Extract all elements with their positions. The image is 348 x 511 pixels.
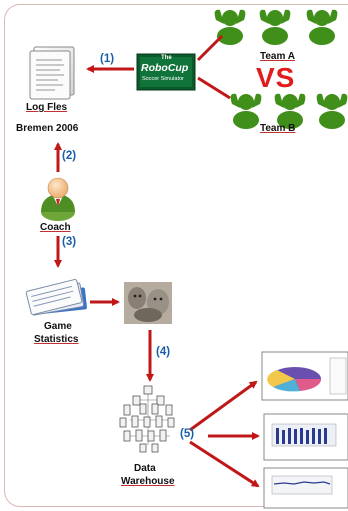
game-label: Game bbox=[44, 321, 72, 332]
team-b-players-icon bbox=[230, 93, 348, 129]
team-b-label: Team B bbox=[260, 123, 296, 134]
robocup-logo-icon bbox=[136, 53, 196, 91]
step-4-label: (4) bbox=[156, 346, 171, 358]
log-files-label: Log Fles bbox=[26, 102, 68, 113]
rounded-frame bbox=[4, 4, 348, 507]
arrow-team-b-to-robocup bbox=[197, 76, 231, 100]
bar-chart-report-icon bbox=[263, 413, 348, 461]
line-chart-report-icon bbox=[263, 467, 348, 509]
statistics-label: Statistics bbox=[34, 334, 79, 345]
data-warehouse-icon bbox=[119, 385, 175, 453]
team-a-label: Team A bbox=[260, 51, 296, 62]
coach-icon bbox=[41, 177, 75, 221]
step-2-label: (2) bbox=[62, 150, 77, 162]
step-3-label: (3) bbox=[62, 236, 77, 248]
log-files-icon bbox=[29, 46, 75, 100]
vs-label: VS bbox=[256, 62, 296, 93]
step-5-label: (5) bbox=[180, 428, 195, 440]
robocup-logo-line2: RoboCup bbox=[141, 62, 189, 74]
newspapers-icon bbox=[25, 278, 87, 316]
team-a-players-icon bbox=[214, 9, 338, 45]
warehouse-label: Warehouse bbox=[121, 476, 175, 487]
robocup-logo-line3: Soccer Simulator bbox=[142, 76, 184, 82]
arrow-warehouse-to-line bbox=[189, 440, 260, 488]
robocup-logo-line1: The bbox=[161, 55, 172, 61]
pie-chart-report-icon bbox=[261, 351, 348, 401]
coach-label: Coach bbox=[40, 222, 71, 233]
arrow-team-a-to-robocup bbox=[196, 34, 224, 62]
arrow-warehouse-to-pie bbox=[189, 380, 258, 432]
data-label: Data bbox=[134, 463, 156, 474]
step-1-label: (1) bbox=[100, 53, 115, 65]
dogs-photo-icon bbox=[124, 282, 172, 324]
bremen-label: Bremen 2006 bbox=[16, 123, 79, 134]
